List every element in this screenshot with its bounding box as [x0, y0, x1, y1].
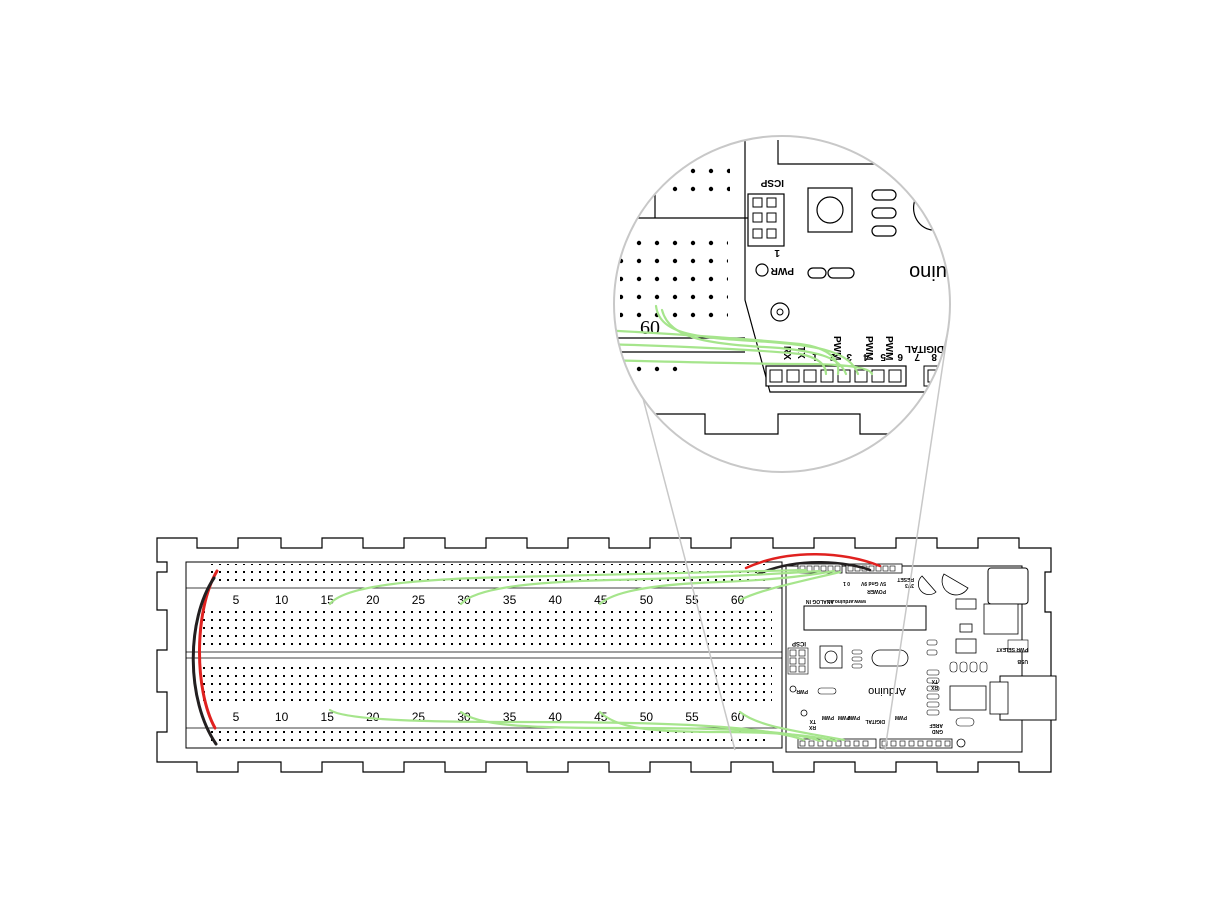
column-number: 60	[731, 710, 745, 724]
usb-label: USB	[1017, 658, 1028, 664]
zoom-pin-number: 8	[931, 351, 937, 362]
digital-label: DIGITAL	[865, 718, 885, 724]
column-number: 15	[321, 710, 335, 724]
zoom-pin-number: 6	[897, 351, 903, 362]
zoom-icsp-pin1: 1	[774, 247, 780, 258]
green-wire-bot-4	[738, 710, 846, 742]
upper-terminal-strip	[200, 606, 772, 650]
black-wire-left	[191, 576, 218, 746]
zoom-icsp-label: ICSP	[760, 177, 784, 188]
green-wire-top-4	[738, 570, 842, 602]
column-number: 10	[275, 710, 289, 724]
zoom-pwm-label-2: PWM	[863, 336, 874, 360]
zoom-pin-number: 4	[863, 351, 869, 362]
column-number: 15	[321, 593, 335, 607]
column-number: 45	[594, 593, 608, 607]
power-jack	[987, 567, 1029, 605]
rx-led-label: RX	[930, 684, 938, 690]
zoom-callout: ICSP 1 PWR duino PWM PWM PWM PWM DIGITAL…	[613, 135, 964, 751]
zoom-brand-label: duino	[909, 261, 958, 283]
pwm-label-4: PWM	[895, 714, 907, 720]
column-number: 25	[412, 593, 426, 607]
zoom-pwm-label-3: PWM	[883, 336, 894, 360]
bottom-power-rail	[208, 730, 768, 746]
reset-label: RESET	[897, 576, 914, 582]
wires	[191, 553, 882, 746]
zoom-digital-label: DIGITAL	[905, 343, 944, 354]
zoom-column-label: 60	[640, 317, 660, 339]
column-number: 20	[366, 593, 380, 607]
green-wire-top-3	[598, 569, 836, 606]
column-number: 5	[233, 593, 240, 607]
column-number: 40	[549, 710, 563, 724]
pwm-label-3: PWM	[848, 714, 860, 720]
atmega-chip	[803, 605, 927, 631]
zoom-guide-right	[884, 329, 949, 751]
column-number: 45	[594, 710, 608, 724]
column-number: 55	[685, 710, 699, 724]
green-wire-bot-3	[598, 710, 838, 743]
zoom-pin-number: 1	[812, 351, 818, 362]
pwr-sel-label: PWR SEL	[1005, 646, 1028, 652]
digital-header-high	[879, 738, 953, 749]
usb-connector	[999, 675, 1057, 721]
arduino-board: ANALOG IN 0 1 5V Gnd 9V POWER RESET 3V3 …	[785, 563, 1057, 753]
icsp-label: ICSP	[792, 640, 806, 646]
column-number: 35	[503, 593, 517, 607]
zoom-tx-label: TX	[795, 346, 806, 359]
column-number: 10	[275, 593, 289, 607]
zoom-pwm-label-4: PWM	[953, 336, 964, 360]
zoom-pwm-label-1: PWM	[831, 336, 842, 360]
gnd-label: GND	[932, 728, 944, 734]
column-number: 30	[457, 710, 471, 724]
tx-label: TX	[809, 718, 816, 724]
zoom-pin-number: 5	[880, 351, 886, 362]
lower-terminal-strip	[200, 662, 772, 706]
green-wire-top-1	[328, 568, 808, 606]
zoom-pin-number: 7	[914, 351, 920, 362]
aref-label: AREF	[929, 722, 943, 728]
tx-led-label: TX	[931, 678, 938, 684]
analog-in-label: ANALOG IN	[806, 598, 834, 604]
column-number: 40	[549, 593, 563, 607]
icsp-header	[787, 647, 809, 675]
ext-label: EXT	[996, 646, 1006, 652]
column-number: 60	[731, 593, 745, 607]
zoom-circle-ring	[613, 135, 951, 473]
green-wire-top-2	[459, 569, 822, 606]
pwr-label: PWR	[796, 688, 808, 694]
website-label: www.arduino.cc	[828, 598, 867, 604]
column-number: 50	[640, 710, 654, 724]
top-power-rail	[208, 564, 768, 584]
pwm-label-2: PWM	[838, 714, 850, 720]
column-number: 35	[503, 710, 517, 724]
rx-label: RX	[808, 724, 816, 730]
power-pins-label: 5V Gnd 9V	[860, 580, 886, 586]
zoom-pwr-label: PWR	[770, 265, 794, 276]
black-wire-arduino	[756, 561, 872, 576]
zoom-pin-number: 3	[846, 351, 852, 362]
analog-pins-label: 0 1	[843, 580, 850, 586]
power-label: POWER	[867, 588, 886, 594]
pwm-label-1: PWM	[822, 714, 834, 720]
arduino-brand-label: Arduino	[868, 685, 906, 697]
column-number: 50	[640, 593, 654, 607]
column-number: 5	[233, 710, 240, 724]
column-number: 20	[366, 710, 380, 724]
mounting-hole	[956, 738, 966, 748]
red-wire-arduino	[744, 553, 882, 570]
capacitor	[918, 575, 937, 596]
